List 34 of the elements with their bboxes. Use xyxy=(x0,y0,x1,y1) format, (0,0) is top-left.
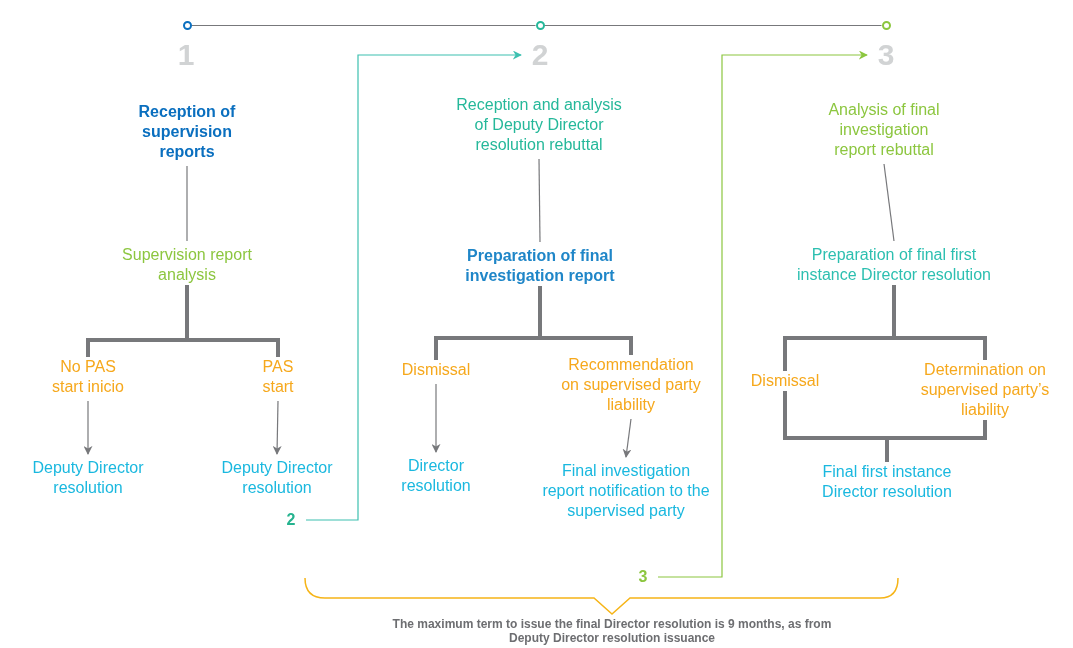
connector-line xyxy=(186,165,188,242)
connector-line xyxy=(883,163,895,242)
arrow xyxy=(305,50,522,521)
option-text: No PAS start inicio xyxy=(43,357,133,397)
arrow xyxy=(622,418,632,458)
option-text: Determination on supervised party’s liability xyxy=(910,360,1060,420)
arrow xyxy=(431,383,441,453)
step-text: Preparation of final investigation report xyxy=(429,246,651,286)
option-text: Dismissal xyxy=(740,371,830,391)
connector-line xyxy=(185,285,280,357)
option-text: Dismissal xyxy=(386,360,486,380)
arrow xyxy=(657,50,868,578)
step-text: Reception and analysis of Deputy Director resolution rebuttal xyxy=(449,95,629,155)
step-marker: 2 xyxy=(282,510,300,530)
arrow xyxy=(272,400,282,455)
option-text: Recommendation on supervised party liability xyxy=(561,355,701,415)
result-text: Final first instance Director resolution xyxy=(812,462,962,502)
caption: The maximum term to issue the final Director resolution is 9 months, as from Deputy Director resolution issuance xyxy=(392,617,832,645)
step-text: Reception of supervision reports xyxy=(117,102,257,162)
connector-line xyxy=(190,24,537,27)
option-text: PAS start xyxy=(248,357,308,397)
result-text: Director resolution xyxy=(381,456,491,496)
result-text: Deputy Director resolution xyxy=(5,458,171,498)
step-text: Preparation of final first instance Director resolution xyxy=(784,245,1004,285)
arrow xyxy=(83,400,93,455)
step-marker: 3 xyxy=(634,567,652,587)
connector-line xyxy=(538,158,541,243)
result-text: Deputy Director resolution xyxy=(194,458,360,498)
connector-line xyxy=(538,286,633,355)
step-text: Supervision report analysis xyxy=(122,245,252,285)
step-text: Analysis of final investigation report rebuttal xyxy=(821,100,947,160)
connector-line xyxy=(543,24,883,27)
result-text: Final investigation report notification to the supervised party xyxy=(541,461,711,521)
connector-line xyxy=(885,420,987,462)
